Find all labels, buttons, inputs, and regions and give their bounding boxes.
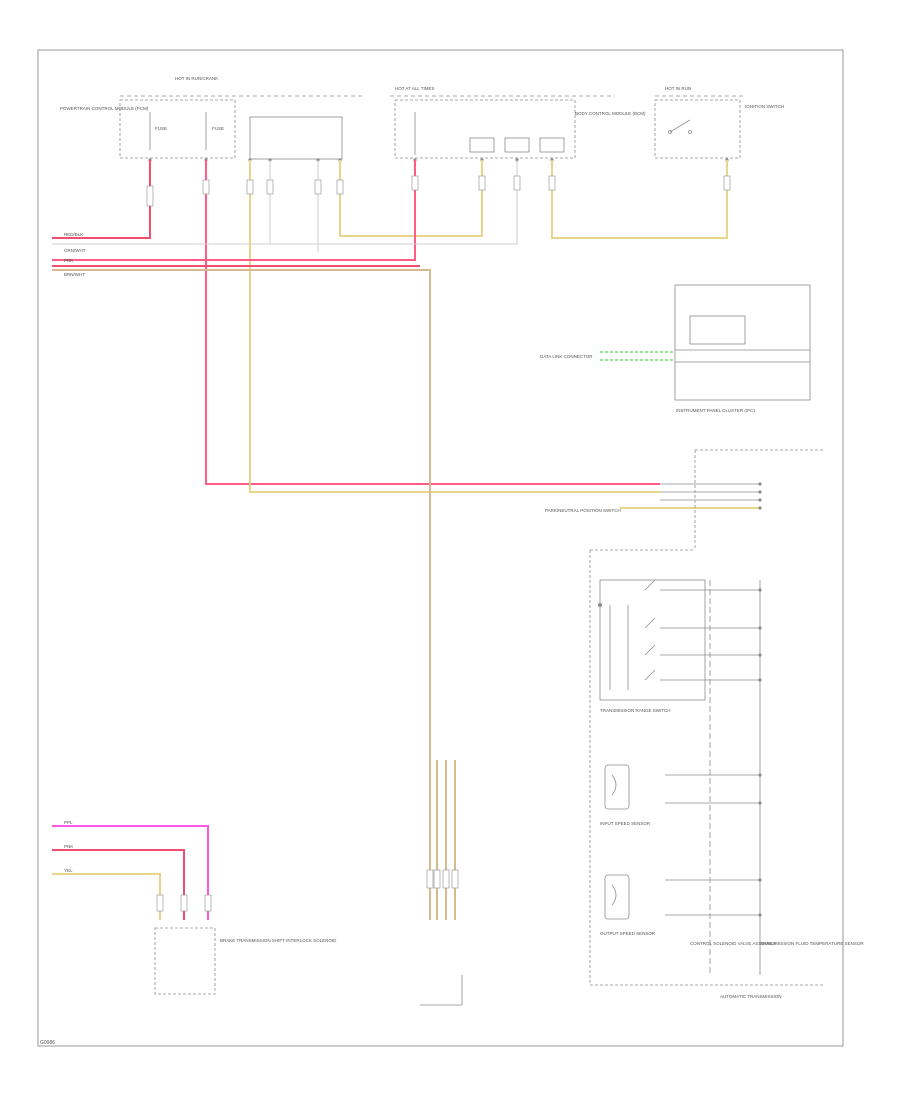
shift-lock-box <box>154 927 216 995</box>
ignition-switch-block <box>654 99 741 159</box>
ecm-label: POWERTRAIN CONTROL MODULE (PCM) <box>60 106 149 111</box>
wire-yellow-shift <box>52 873 161 920</box>
ignition-switch-label: IGNITION SWITCH <box>745 104 784 109</box>
park-neutral-label: PARK/NEUTRAL POSITION SWITCH <box>545 508 621 513</box>
tag-yel-lower: YEL <box>64 868 73 873</box>
auto-trans-block <box>590 579 825 986</box>
wire-magenta-shift <box>52 825 209 920</box>
fluid-temp-label: TRANSMISSION FLUID TEMPERATURE SENSOR <box>760 941 864 946</box>
green-data-wires <box>600 351 675 361</box>
tag-pnk: PNK <box>64 258 73 263</box>
wire-grey-270 <box>52 160 271 245</box>
wire-grey-517 <box>270 160 518 245</box>
tag-brn-wht: BRN/WHT <box>64 272 85 277</box>
auto-trans-pins <box>598 588 762 917</box>
wire-yellow-main <box>249 160 660 493</box>
center-connector-pins <box>413 158 554 162</box>
wire-red-shift <box>52 849 185 920</box>
ecm-header-label: HOT IN RUN/CRANK <box>175 76 218 81</box>
shift-lock-connectors <box>156 894 212 912</box>
speed-sensor-icons <box>604 764 630 920</box>
output-speed-label: OUTPUT SPEED SENSOR <box>600 931 656 936</box>
bcm-label: BODY CONTROL MODULE (BCM) <box>575 111 646 116</box>
top-wire-drops <box>52 160 728 920</box>
center-header-label: HOT AT ALL TIMES <box>395 86 435 91</box>
input-speed-label: INPUT SPEED SENSOR <box>600 821 651 826</box>
ecm-block <box>119 99 343 160</box>
data-link-label: DATA LINK CONNECTOR <box>540 354 593 359</box>
center-module-block <box>394 99 576 159</box>
ipc-block <box>674 284 811 401</box>
wire-pink-main <box>205 160 660 485</box>
wire-tan-main <box>52 269 431 920</box>
shift-lock-label: BRAKE TRANSMISSION SHIFT INTERLOCK SOLEN… <box>220 938 337 943</box>
trans-connector-lines <box>589 449 825 985</box>
tag-ppl: PPL <box>64 820 73 825</box>
shift-position-label: TRANSMISSION RANGE SWITCH <box>600 708 671 713</box>
auto-trans-switches <box>609 579 656 690</box>
ecm-fuse-label: FUSE <box>155 126 167 131</box>
bottom-center-connectors <box>426 869 459 889</box>
control-solenoid-label: CONTROL SOLENOID VALVE ASSEMBLY <box>690 941 776 946</box>
bottom-center-bundle <box>436 760 456 920</box>
automatic-transmission-label: AUTOMATIC TRANSMISSION <box>720 994 782 999</box>
right-header-label: HOT IN RUN <box>665 86 691 91</box>
ipc-label: INSTRUMENT PANEL CLUSTER (IPC) <box>676 408 755 413</box>
wire-red-ecm <box>52 160 151 239</box>
ecm-fuse2-label: FUSE <box>212 126 224 131</box>
diagram-frame <box>37 49 844 1047</box>
tag-grn-wht: GRN/WHT <box>64 248 86 253</box>
trans-connector-pins <box>758 482 762 510</box>
wire-yellow-center <box>339 160 483 237</box>
footer-code: G0986 <box>40 1040 55 1046</box>
wire-pink-center <box>52 160 416 261</box>
tag-red-blk: RED/BLK <box>64 232 83 237</box>
drop-connectors <box>146 175 731 207</box>
wire-yellow-right <box>551 160 728 239</box>
tag-pnk-lower: PNK <box>64 844 73 849</box>
